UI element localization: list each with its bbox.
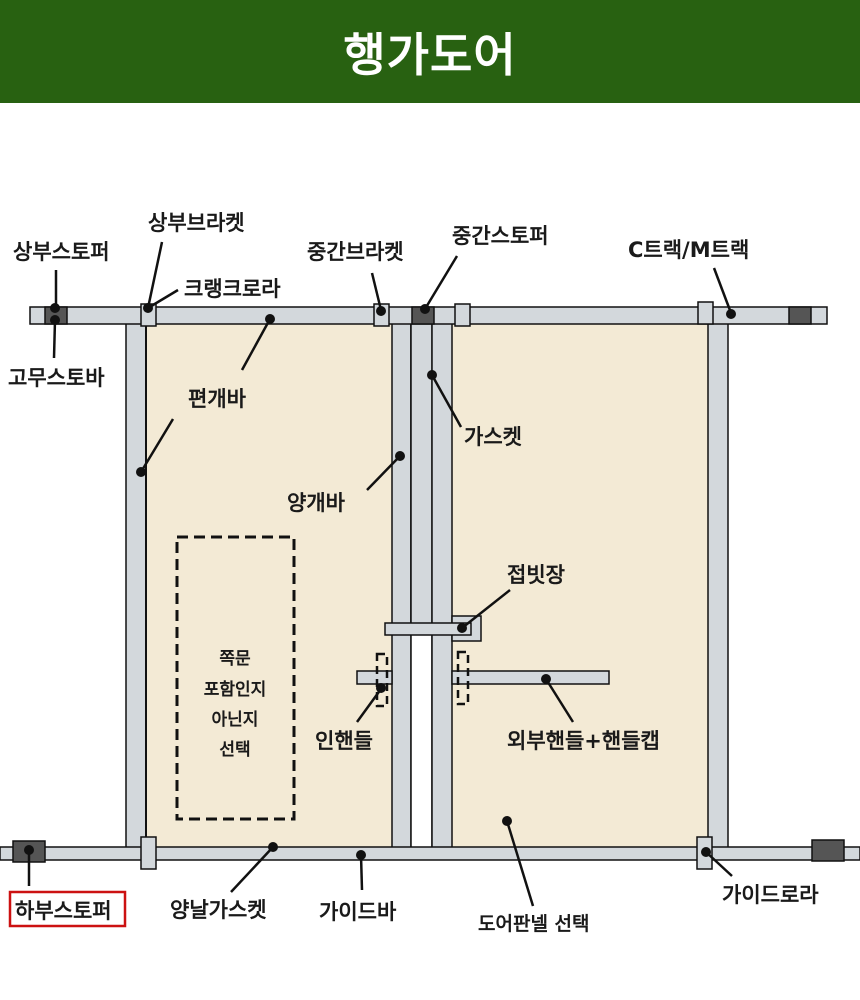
double-bar-right bbox=[431, 315, 453, 849]
bottom-stopper-highlight bbox=[8, 890, 127, 928]
label-double-bar: 양개바 bbox=[287, 491, 346, 515]
header-banner: 행가도어 bbox=[0, 0, 860, 103]
label-gasket: 가스켓 bbox=[464, 425, 522, 449]
right-frame bbox=[707, 315, 729, 849]
right-door-panel bbox=[452, 324, 708, 848]
wicket-note-line-2: 포함인지 bbox=[204, 679, 267, 700]
track-bracket-right bbox=[697, 301, 714, 325]
label-top-bracket: 상부브라켓 bbox=[148, 211, 245, 235]
wicket-door-area bbox=[175, 535, 296, 821]
label-mid-bracket: 중간브라켓 bbox=[307, 240, 404, 264]
label-single-bar: 편개바 bbox=[188, 387, 247, 411]
wicket-note-line-3: 아닌지 bbox=[212, 710, 259, 730]
hinge-bar bbox=[384, 622, 472, 636]
label-bottom-stopper: 하부스토퍼 bbox=[15, 899, 112, 923]
outer-handle bbox=[451, 670, 610, 685]
center-gap-upper bbox=[410, 315, 433, 627]
top-stopper-right bbox=[788, 306, 812, 325]
guide-bar bbox=[0, 846, 860, 861]
label-track: C트랙/M트랙 bbox=[628, 238, 749, 262]
inner-handle-cap bbox=[375, 652, 389, 708]
label-guide-roller: 가이드로라 bbox=[722, 883, 819, 907]
label-crank-roller: 크랭크로라 bbox=[184, 277, 281, 301]
wicket-note-line-1: 쪽문 bbox=[219, 649, 251, 669]
label-top-stopper: 상부스토퍼 bbox=[13, 240, 110, 264]
label-guide-bar: 가이드바 bbox=[319, 900, 397, 924]
page-title: 행가도어 bbox=[343, 27, 517, 82]
inner-handle bbox=[356, 670, 393, 685]
guide-roller-left bbox=[140, 836, 157, 870]
label-outer-handle: 외부핸들+핸들캡 bbox=[507, 729, 660, 753]
wicket-note-line-4: 선택 bbox=[219, 740, 250, 760]
mid-bracket-right bbox=[454, 303, 471, 327]
left-door-panel bbox=[145, 324, 392, 848]
label-inner-handle: 인핸들 bbox=[315, 729, 373, 753]
label-double-gasket: 양날가스켓 bbox=[170, 898, 267, 922]
label-mid-stopper: 중간스토퍼 bbox=[452, 224, 549, 248]
label-door-panel: 도어판넬 선택 bbox=[478, 913, 590, 935]
double-bar-left bbox=[391, 315, 412, 849]
label-rubber-stopper: 고무스토바 bbox=[8, 366, 105, 390]
outer-handle-cap bbox=[456, 650, 470, 706]
left-frame bbox=[125, 315, 147, 849]
bottom-stopper-right bbox=[811, 839, 845, 862]
label-hinge: 접빗장 bbox=[507, 563, 565, 587]
